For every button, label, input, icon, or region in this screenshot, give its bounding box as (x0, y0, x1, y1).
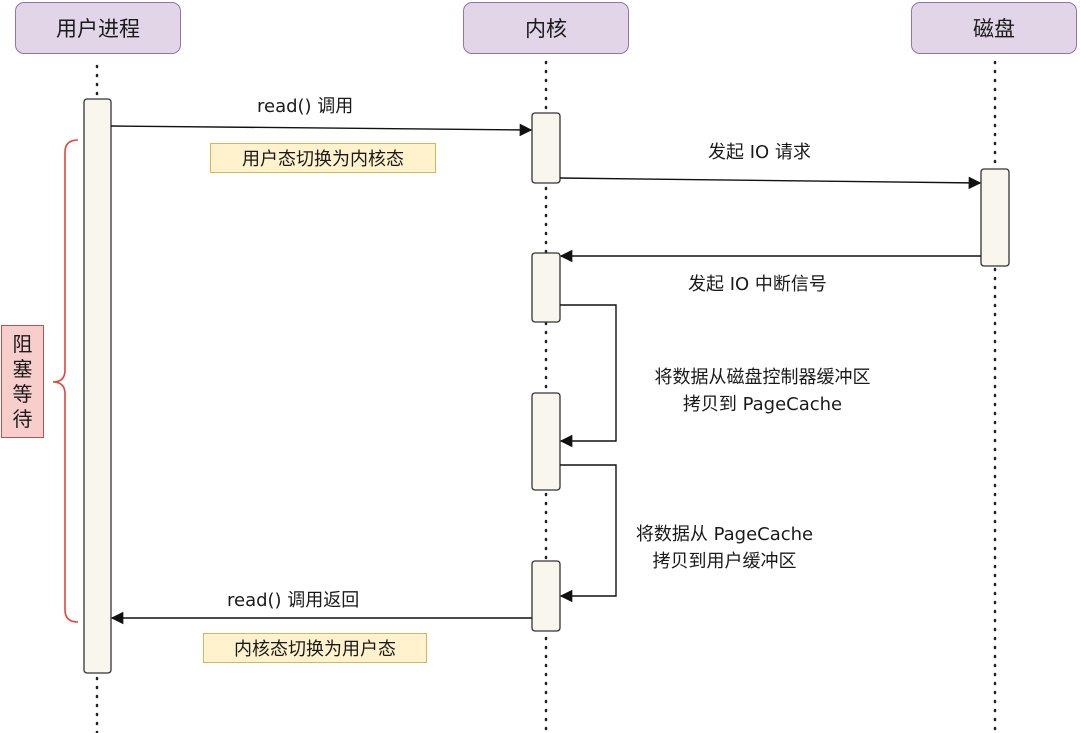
blocking-wait-char-4: 待 (12, 406, 33, 431)
blocking-wait-char-3: 等 (12, 381, 33, 406)
label-read-call: read() 调用 (257, 96, 354, 117)
label-copy-to-user: 将数据从 PageCache 拷贝到用户缓冲区 (612, 521, 837, 575)
label-copy-to-pagecache-line1: 将数据从磁盘控制器缓冲区 (654, 367, 871, 388)
label-read-return: read() 调用返回 (227, 590, 360, 611)
actor-kernel: 内核 (463, 2, 629, 54)
arrow-copy-to-user (559, 464, 617, 603)
arrow-copy-to-pagecache (559, 304, 617, 448)
label-copy-to-pagecache: 将数据从磁盘控制器缓冲区 拷贝到 PageCache (620, 364, 905, 418)
label-io-interrupt: 发起 IO 中断信号 (688, 274, 827, 295)
blocking-brace (52, 139, 79, 623)
blocking-wait-label: 阻 塞 等 待 (1, 325, 44, 438)
activation-kernel-1 (531, 112, 561, 184)
activation-disk (980, 168, 1010, 267)
label-io-request: 发起 IO 请求 (708, 142, 811, 163)
activation-user-process (83, 98, 112, 674)
activation-kernel-2 (531, 252, 561, 323)
label-copy-to-pagecache-line2: 拷贝到 PageCache (682, 394, 843, 415)
label-copy-to-user-line1: 将数据从 PageCache (635, 524, 814, 545)
actor-user-process: 用户进程 (15, 2, 181, 54)
blocking-wait-char-1: 阻 (12, 331, 33, 356)
activation-kernel-4 (531, 560, 561, 632)
tag-kernel-to-user: 内核态切换为用户态 (203, 633, 427, 663)
activation-kernel-3 (531, 392, 561, 491)
arrow-io-request (559, 176, 982, 190)
actor-disk: 磁盘 (911, 2, 1077, 54)
blocking-wait-char-2: 塞 (12, 356, 33, 381)
label-copy-to-user-line2: 拷贝到用户缓冲区 (652, 551, 797, 572)
tag-user-to-kernel: 用户态切换为内核态 (210, 143, 436, 173)
arrow-read-call (110, 123, 533, 137)
